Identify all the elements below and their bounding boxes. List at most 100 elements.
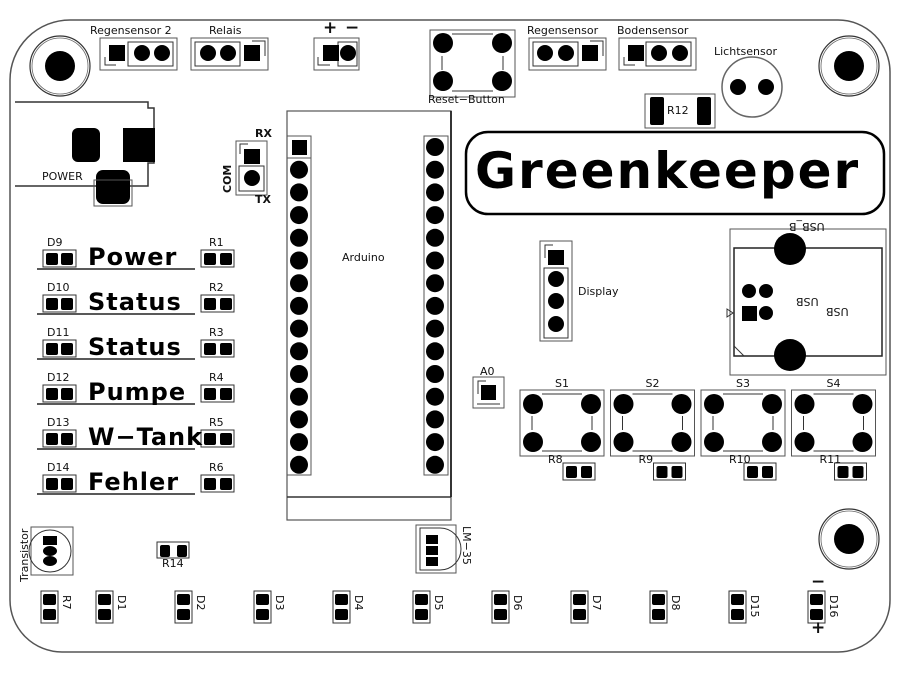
smd-part (95, 590, 114, 624)
label-switch: S1 (555, 377, 569, 390)
connector-bodensensor (618, 37, 697, 71)
arduino-pin (290, 274, 308, 293)
connector-regensensor2 (99, 37, 178, 71)
pushbutton-switch (610, 389, 695, 457)
resistor-r14 (156, 541, 190, 559)
label-bottom-part: D4 (352, 595, 365, 611)
label-switch-resistor: R11 (819, 453, 842, 466)
arduino-pin (426, 387, 444, 406)
label-led-function: Status (88, 333, 182, 361)
board-outline (9, 19, 891, 653)
arduino-pin (290, 342, 308, 361)
label-resistor: R6 (209, 461, 224, 474)
arduino-pin (290, 410, 308, 429)
label-led-function: Pumpe (88, 378, 187, 406)
label-led: D14 (47, 461, 70, 474)
label-led: D11 (47, 326, 70, 339)
switch-resistor (562, 462, 596, 481)
label-lichtsensor: Lichtsensor (714, 45, 777, 58)
label-resistor: R3 (209, 326, 224, 339)
smd-part (253, 590, 272, 624)
status-led-row (37, 339, 235, 360)
resistor-r12 (644, 93, 716, 129)
connector-power-terminal (313, 37, 360, 71)
connector-regensensor (528, 37, 607, 71)
label-bottom-part: D2 (194, 595, 207, 611)
label-led-function: Power (88, 243, 178, 271)
label-r14: R14 (162, 557, 184, 570)
label-transistor: Transistor (18, 528, 31, 582)
label-bottom-part: D16 (827, 595, 840, 618)
label-plus: + (323, 18, 338, 38)
switch-resistor (743, 462, 777, 481)
label-switch-resistor: R10 (729, 453, 751, 466)
label-bodensensor: Bodensensor (617, 24, 689, 37)
label-bottom-part: D8 (669, 595, 682, 611)
label-led-function: W−Tank (88, 423, 204, 451)
usb-b-connector (726, 228, 887, 376)
arduino-pin (290, 365, 308, 383)
label-arduino: Arduino (342, 251, 385, 264)
smd-part (491, 590, 510, 624)
arduino-pin (290, 206, 308, 225)
smd-part (728, 590, 747, 624)
arduino-pin (290, 433, 308, 452)
label-minus: − (345, 18, 360, 38)
label-rx: RX (255, 127, 272, 140)
display-connector (539, 240, 573, 342)
label-relais: Relais (209, 24, 242, 37)
arduino-pin (426, 274, 444, 293)
label-reset-button: Reset−Button (428, 93, 505, 106)
label-d16-plus: + (811, 618, 826, 638)
switch-resistor (653, 462, 686, 481)
pushbutton-switch (791, 389, 876, 457)
arduino-pin (426, 138, 444, 156)
label-regensensor2: Regensensor 2 (90, 24, 172, 37)
label-regensensor: Regensensor (527, 24, 599, 37)
light-sensor-footprint (721, 56, 783, 118)
connector-relais (190, 37, 269, 71)
label-tx: TX (255, 193, 271, 206)
status-led-row (37, 294, 235, 315)
mounting-hole-bottom-right (818, 508, 880, 570)
label-usb-2: USB (826, 305, 849, 318)
label-resistor: R2 (209, 281, 224, 294)
arduino-pin (290, 319, 308, 338)
status-led-row (37, 249, 235, 270)
arduino-pin (426, 296, 444, 315)
label-bottom-part: D3 (273, 595, 286, 611)
label-resistor: R5 (209, 416, 224, 429)
lm35-footprint (415, 524, 462, 574)
label-bottom-part: R7 (60, 595, 73, 610)
arduino-pin (290, 228, 308, 247)
arduino-pin (290, 455, 308, 474)
label-resistor: R1 (209, 236, 224, 249)
label-led: D10 (47, 281, 70, 294)
label-switch: S3 (736, 377, 750, 390)
a0-testpoint (472, 376, 505, 409)
smd-part (332, 590, 351, 624)
label-resistor: R4 (209, 371, 224, 384)
arduino-module (286, 110, 452, 521)
label-switch: S4 (826, 377, 841, 390)
pushbutton-switch (700, 389, 786, 457)
com-connector (235, 140, 268, 196)
arduino-pin (290, 251, 308, 270)
arduino-pin (426, 206, 444, 225)
switch-resistor (834, 462, 867, 481)
board-title: Greenkeeper (475, 142, 861, 200)
arduino-pin (426, 160, 444, 179)
label-d16-minus: − (811, 572, 826, 592)
label-switch-resistor: R8 (548, 453, 563, 466)
status-led-row (37, 384, 235, 405)
label-led: D9 (47, 236, 63, 249)
arduino-pin (290, 183, 308, 202)
label-com: COM (221, 164, 234, 193)
status-led-row (37, 474, 235, 495)
smd-part (40, 590, 59, 624)
label-usb-b: USB_B (789, 220, 825, 233)
arduino-pin (426, 433, 444, 452)
pushbutton-switch (519, 389, 605, 457)
smd-part (570, 590, 589, 624)
